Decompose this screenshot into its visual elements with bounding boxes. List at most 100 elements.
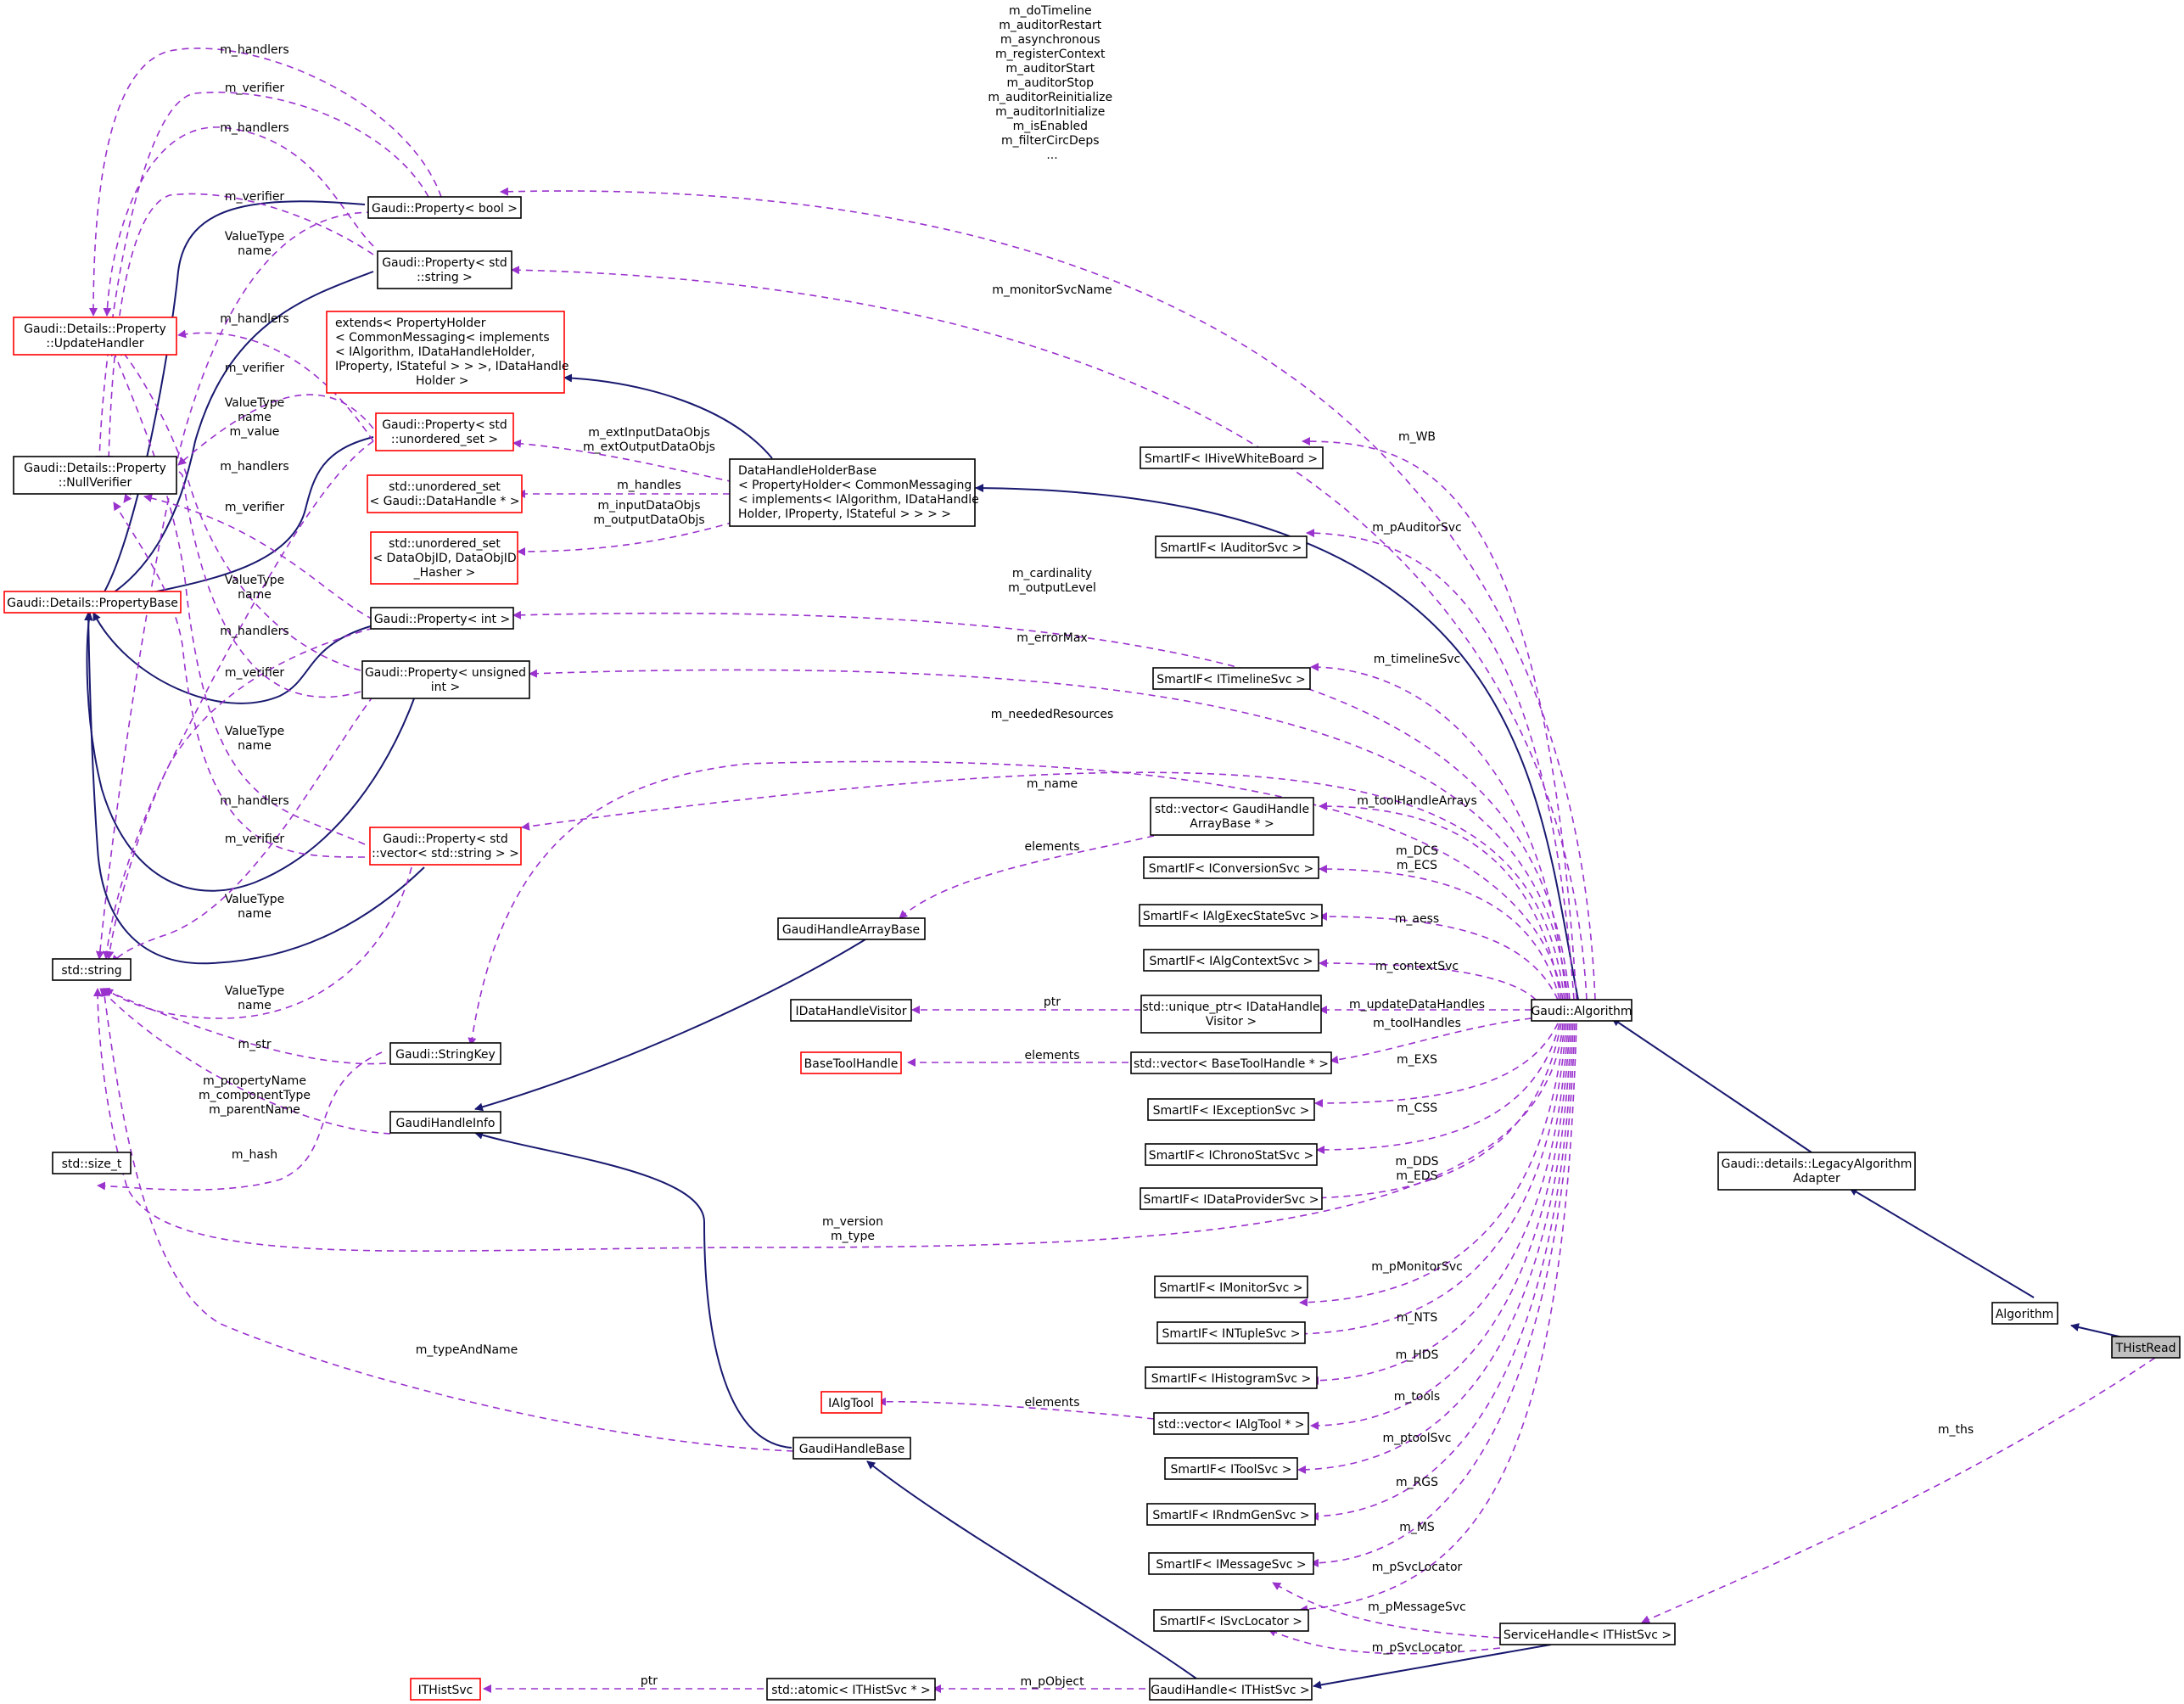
label-rgs: m_RGS: [1396, 1476, 1438, 1489]
node-gaudi-handle-base[interactable]: GaudiHandleBase: [792, 1437, 911, 1460]
label-monitorsvcname: m_monitorSvcName: [992, 283, 1112, 297]
node-vector-basetoolhandle[interactable]: std::vector< BaseToolHandle * >: [1130, 1051, 1332, 1074]
node-property-base[interactable]: Gaudi::Details::PropertyBase: [3, 591, 182, 614]
edge-css: [1316, 1023, 1560, 1154]
node-thistread[interactable]: THistRead: [2111, 1336, 2181, 1359]
node-algorithm[interactable]: Algorithm: [1991, 1302, 2058, 1325]
node-servicehandle-ithistsvc[interactable]: ServiceHandle< ITHistSvc >: [1499, 1623, 1676, 1645]
node-ithistsvc[interactable]: ITHistSvc: [410, 1678, 481, 1701]
node-gaudi-handle-array-base[interactable]: GaudiHandleArrayBase: [777, 917, 926, 940]
label-toolhandlearrays: m_toolHandleArrays: [1357, 794, 1477, 808]
edge-typeandname: [100, 988, 794, 1452]
node-std-string[interactable]: std::string: [52, 958, 132, 981]
svg-text:GaudiHandleInfo: GaudiHandleInfo: [396, 1117, 496, 1130]
edge-str: [101, 988, 387, 1065]
edge-dataobjs: [517, 521, 735, 556]
node-smartif-imessagesvc[interactable]: SmartIF< IMessageSvc >: [1148, 1552, 1314, 1575]
svg-text:Gaudi::Property< std::string >: Gaudi::Property< std::string >: [382, 256, 507, 284]
label-ptr-ithistsvc: ptr: [641, 1674, 658, 1688]
node-ialgtool[interactable]: IAlgTool: [820, 1391, 882, 1414]
label-handlers-2: m_handlers: [220, 121, 288, 135]
svg-text:Gaudi::Property< std::unordere: Gaudi::Property< std::unordered_set >: [382, 418, 507, 446]
node-std-size-t[interactable]: std::size_t: [52, 1152, 132, 1174]
label-handlers-5: m_handlers: [220, 625, 288, 638]
node-gaudihandle-ithistsvc[interactable]: GaudiHandle< ITHistSvc >: [1149, 1678, 1313, 1701]
node-property-bool[interactable]: Gaudi::Property< bool >: [367, 196, 522, 219]
node-unordered-set-datahandle[interactable]: std::unordered_set< Gaudi::DataHandle * …: [367, 474, 523, 513]
node-unordered-set-dataobjid[interactable]: std::unordered_set< DataObjID, DataObjID…: [370, 531, 518, 585]
node-smartif-intuplesvc[interactable]: SmartIF< INTupleSvc >: [1156, 1321, 1306, 1344]
svg-text:ITHistSvc: ITHistSvc: [418, 1684, 473, 1697]
edge-uset-verifier: [177, 394, 374, 466]
svg-text:Gaudi::Details::Property::Null: Gaudi::Details::Property::NullVerifier: [24, 462, 166, 490]
svg-text:SmartIF< IAlgContextSvc >: SmartIF< IAlgContextSvc >: [1149, 955, 1313, 968]
node-smartif-ihivewhiteboard[interactable]: SmartIF< IHiveWhiteBoard >: [1140, 446, 1324, 469]
edge-gaudihandlebase-handleinfo: [474, 1130, 792, 1449]
node-smartif-imonitorsvc[interactable]: SmartIF< IMonitorSvc >: [1154, 1275, 1308, 1298]
node-datahandleholderbase[interactable]: DataHandleHolderBase< PropertyHolder< Co…: [729, 458, 979, 527]
label-verifier-3: m_verifier: [225, 362, 285, 375]
node-property-unordered-set[interactable]: Gaudi::Property< std::unordered_set >: [375, 412, 514, 451]
edge-dcs-ecs: [1319, 865, 1560, 1001]
label-handlers-3: m_handlers: [220, 312, 288, 326]
svg-text:SmartIF< INTupleSvc >: SmartIF< INTupleSvc >: [1162, 1327, 1300, 1341]
edge-gaudialgorithm-datahandleholder: [975, 484, 1579, 1001]
svg-text:ServiceHandle< ITHistSvc >: ServiceHandle< ITHistSvc >: [1504, 1628, 1672, 1642]
node-smartif-iauditorsvc[interactable]: SmartIF< IAuditorSvc >: [1155, 535, 1308, 558]
node-gaudi-algorithm[interactable]: Gaudi::Algorithm: [1531, 999, 1632, 1022]
node-smartif-irndmgensvc[interactable]: SmartIF< IRndmGenSvc >: [1146, 1503, 1316, 1526]
svg-text:std::unordered_set< DataObjID,: std::unordered_set< DataObjID, DataObjID…: [372, 537, 516, 580]
label-svclocator: m_pSvcLocator: [1372, 1561, 1463, 1574]
edge-dds-eds: [1302, 1023, 1562, 1202]
node-atomic-ithistsvc[interactable]: std::atomic< ITHistSvc * >: [766, 1678, 936, 1701]
node-property-vector-string[interactable]: Gaudi::Property< std::vector< std::strin…: [369, 827, 522, 866]
edge-rgs: [1310, 1023, 1574, 1521]
label-auditorsvc: m_pAuditorSvc: [1372, 521, 1461, 535]
edge-legacy-gaudialgorithm: [1611, 1017, 1812, 1153]
edge-int-verifier: [143, 494, 374, 620]
edge-propunsigned-propertybase: [84, 612, 417, 892]
node-property-string[interactable]: Gaudi::Property< std::string >: [377, 250, 512, 289]
svg-text:SmartIF< IMonitorSvc >: SmartIF< IMonitorSvc >: [1159, 1281, 1302, 1295]
edge-unsigned-valuetype: [111, 695, 374, 964]
node-update-handler[interactable]: Gaudi::Details::Property::UpdateHandler: [13, 317, 177, 356]
node-basetoolhandle[interactable]: BaseToolHandle: [800, 1051, 902, 1074]
node-vector-ialgtool[interactable]: std::vector< IAlgTool * >: [1153, 1412, 1309, 1435]
edge-int-valuetype: [105, 627, 374, 960]
node-smartif-ialgcontextsvc[interactable]: SmartIF< IAlgContextSvc >: [1143, 949, 1319, 972]
edge-arraybase-handleinfo: [474, 939, 866, 1112]
label-aess: m_aess: [1395, 912, 1439, 926]
node-smartif-ihistogramsvc[interactable]: SmartIF< IHistogramSvc >: [1145, 1366, 1318, 1389]
node-smartif-idataprovidersvc[interactable]: SmartIF< IDataProviderSvc >: [1140, 1187, 1323, 1210]
node-smartif-ichronostatsvc[interactable]: SmartIF< IChronoStatSvc >: [1145, 1143, 1318, 1166]
node-idatahandlevisitor[interactable]: IDataHandleVisitor: [790, 999, 912, 1022]
node-null-verifier[interactable]: Gaudi::Details::Property::NullVerifier: [13, 456, 177, 495]
node-smartif-iexceptionsvc[interactable]: SmartIF< IExceptionSvc >: [1147, 1098, 1315, 1121]
node-gaudi-handle-info[interactable]: GaudiHandleInfo: [389, 1111, 501, 1134]
node-property-int[interactable]: Gaudi::Property< int >: [370, 607, 514, 630]
label-svclocator-2: m_pSvcLocator: [1372, 1641, 1463, 1655]
node-string-key[interactable]: Gaudi::StringKey: [389, 1042, 501, 1065]
node-smartif-itimelinesvc[interactable]: SmartIF< ITimelineSvc >: [1152, 667, 1311, 690]
node-smartif-isvclocator[interactable]: SmartIF< ISvcLocator >: [1153, 1609, 1309, 1632]
node-smartif-iconversionsvc[interactable]: SmartIF< IConversionSvc >: [1143, 856, 1319, 879]
edge-vector-handlers: [110, 347, 366, 845]
node-extends-propertyholder[interactable]: extends< PropertyHolder< CommonMessaging…: [326, 311, 569, 394]
node-smartif-itoolsvc[interactable]: SmartIF< IToolSvc >: [1164, 1457, 1298, 1480]
node-smartif-ialgexecstatesvc[interactable]: SmartIF< IAlgExecStateSvc >: [1139, 904, 1323, 927]
svg-text:Gaudi::Property< bool >: Gaudi::Property< bool >: [372, 202, 518, 216]
edge-exs: [1314, 1023, 1559, 1107]
svg-text:IAlgTool: IAlgTool: [828, 1397, 874, 1410]
edge-neededresources: [521, 771, 1565, 1001]
label-elements-arraybase: elements: [1024, 840, 1079, 854]
svg-text:std::unique_ptr< IDataHandleVi: std::unique_ptr< IDataHandleVisitor >: [1142, 1001, 1319, 1029]
